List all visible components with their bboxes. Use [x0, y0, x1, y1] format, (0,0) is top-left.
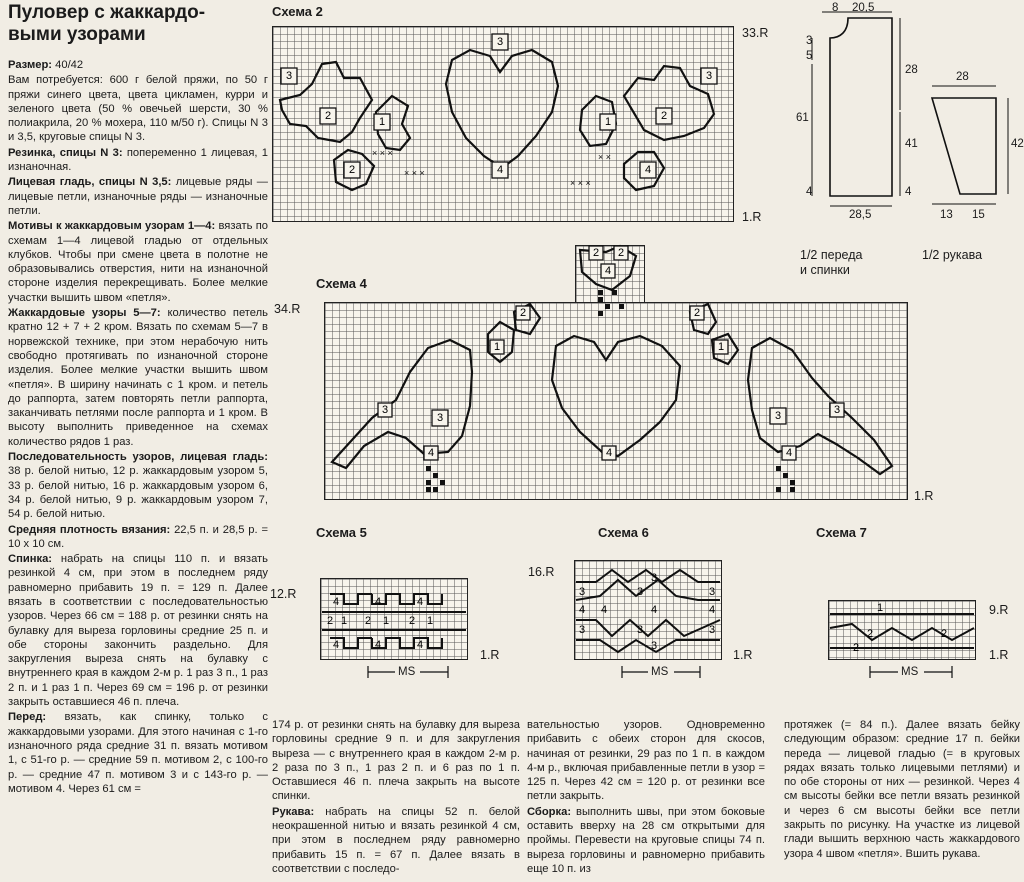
scheme-4-grid: [324, 302, 908, 500]
paragraph-heading: Жаккардовые узоры 5—7:: [8, 307, 161, 320]
paragraph-text: набрать на спицы 110 п. и вязать резинко…: [8, 553, 268, 709]
paragraph-heading: Размер:: [8, 59, 53, 71]
paragraph-text: 22,5 п. и 28,5 р. = 10 x 10 см.: [8, 523, 268, 550]
scheme-6-ms-label: MS: [651, 666, 669, 678]
scheme-2-grid: [272, 26, 734, 222]
paragraph-heading: Резинка, спицы N 3:: [8, 146, 123, 159]
dim-label: 5: [806, 50, 813, 62]
dim-label: 61: [796, 112, 809, 124]
scheme-2-label: Схема 2: [272, 4, 323, 19]
page-title: Пуловер с жаккардо- выми узорами: [8, 2, 206, 45]
scheme-6-bottom-row: 1.R: [733, 648, 753, 662]
paragraph-text: 174 р. от резинки снять на булавку для в…: [272, 719, 520, 803]
paragraph-text: вязать по схемам 1—4 лицевой гладью от о…: [8, 220, 268, 304]
paragraph: Вам потребуется: 600 г белой пряжи, по 5…: [8, 73, 268, 144]
paragraph-text: вязать, как спинку, только с жаккардовым…: [8, 711, 268, 795]
paragraph: протяжек (= 84 п.). Далее вязать бейку с…: [784, 718, 1020, 861]
text-column-2: 174 р. от резинки снять на булавку для в…: [272, 718, 520, 877]
paragraph: Сборка: выполнить швы, при этом боковые …: [527, 805, 765, 876]
dim-label: 3: [806, 35, 813, 47]
scheme-5-grid: [320, 578, 468, 660]
dim-label: 8: [832, 2, 839, 14]
paragraph-text: Вам потребуется: 600 г белой пряжи, по 5…: [8, 74, 268, 144]
paragraph-text: протяжек (= 84 п.). Далее вязать бейку с…: [784, 719, 1020, 860]
paragraph: Рукава: набрать на спицы 52 п. белой нео…: [272, 805, 520, 876]
paragraph: Последовательность узоров, лицевая гладь…: [8, 450, 268, 521]
paragraph-text: лицевые ряды — лицевые петли, изнаночные…: [8, 176, 268, 217]
scheme-7-grid: [828, 600, 976, 660]
dim-label: 28: [956, 71, 969, 83]
paragraph: Средняя плотность вязания: 22,5 п. и 28,…: [8, 523, 268, 552]
paragraph: Лицевая гладь, спицы N 3,5: лицевые ряды…: [8, 175, 268, 218]
scheme-5-label: Схема 5: [316, 525, 367, 540]
paragraph: Жаккардовые узоры 5—7: количество петель…: [8, 306, 268, 449]
paragraph: Перед: вязать, как спинку, только с жакк…: [8, 710, 268, 796]
scheme-2-bottom-row: 1.R: [742, 210, 762, 224]
scheme-4-bottom-row: 1.R: [914, 489, 934, 503]
paragraph: Размер: 40/42: [8, 58, 268, 72]
scheme-5-bottom-row: 1.R: [480, 648, 500, 662]
scheme-6-top-row: 16.R: [528, 565, 555, 579]
paragraph: Резинка, спицы N 3: попеременно 1 лицева…: [8, 146, 268, 175]
paragraph-text: количество петель кратно 12 + 7 + 2 кром…: [8, 307, 268, 448]
front-back-caption: 1/2 переда и спинки: [800, 248, 863, 277]
scheme-7-top-row: 9.R: [989, 603, 1009, 617]
paragraph-heading: Сборка:: [527, 805, 572, 818]
dim-label: 42: [1011, 138, 1024, 150]
scheme-6-label: Схема 6: [598, 525, 649, 540]
paragraph: вательностью узоров. Одновременно прибав…: [527, 718, 765, 804]
sleeve-caption: 1/2 рукава: [922, 248, 983, 262]
dim-label: 15: [972, 209, 985, 221]
dim-label: 13: [940, 209, 953, 221]
paragraph-heading: Спинка:: [8, 553, 53, 566]
paragraph-text: 38 р. белой нитью, 12 р. жаккардовым узо…: [8, 465, 268, 521]
dim-label: 4: [905, 186, 912, 198]
paragraph-heading: Средняя плотность вязания:: [8, 523, 171, 536]
paragraph: Спинка: набрать на спицы 110 п. и вязать…: [8, 552, 268, 709]
scheme-7-bottom-row: 1.R: [989, 648, 1009, 662]
text-column-3: вательностью узоров. Одновременно прибав…: [527, 718, 765, 877]
paragraph-text: вательностью узоров. Одновременно прибав…: [527, 719, 765, 803]
text-column-4: протяжек (= 84 п.). Далее вязать бейку с…: [784, 718, 1020, 862]
paragraph: Мотивы к жаккардовым узорам 1—4: вязать …: [8, 219, 268, 305]
dim-label: 4: [806, 186, 813, 198]
scheme-7-label: Схема 7: [816, 525, 867, 540]
paragraph-heading: Последовательность узоров, лицевая гладь…: [8, 451, 268, 464]
dim-label: 28,5: [849, 209, 872, 221]
paragraph-text: попеременно 1 лицевая, 1 изнаночная.: [8, 146, 268, 174]
scheme-4-label: Схема 4: [316, 276, 367, 291]
paragraph-text: 40/42: [52, 59, 84, 71]
scheme-4-extension: [575, 245, 645, 303]
dim-label: 20,5: [852, 2, 875, 14]
scheme-2-top-row: 33.R: [742, 26, 769, 40]
paragraph-text: выполнить швы, при этом боковые оставить…: [527, 805, 765, 875]
paragraph-heading: Перед:: [8, 711, 47, 724]
dim-label: 28: [905, 64, 918, 76]
paragraph: 174 р. от резинки снять на булавку для в…: [272, 718, 520, 804]
scheme-5-top-row: 12.R: [270, 587, 297, 601]
dim-label: 41: [905, 138, 918, 150]
paragraph-heading: Лицевая гладь, спицы N 3,5:: [8, 176, 172, 189]
paragraph-heading: Рукава:: [272, 805, 315, 818]
paragraph-heading: Мотивы к жаккардовым узорам 1—4:: [8, 220, 216, 233]
scheme-5-ms-label: MS: [398, 666, 416, 678]
paragraph-text: набрать на спицы 52 п. белой неокрашенно…: [272, 805, 520, 875]
scheme-7-ms-label: MS: [901, 666, 919, 678]
scheme-4-top-row: 34.R: [274, 302, 301, 316]
scheme-6-grid: [574, 560, 722, 660]
